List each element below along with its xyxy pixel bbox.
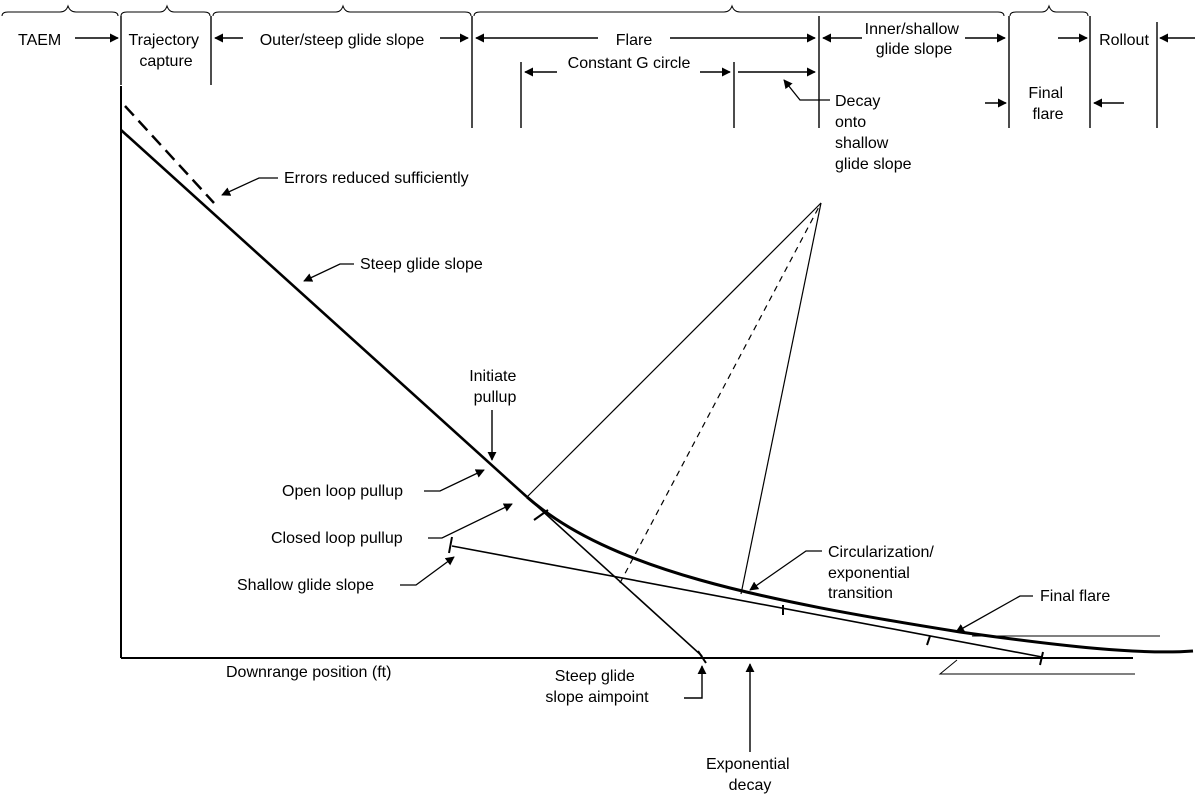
shallow-glide-slope-label: Shallow glide slope <box>237 577 374 594</box>
closed-loop-pullup-label: Closed loop pullup <box>271 530 403 547</box>
steep-aimpoint-label: Steep glide slope aimpoint <box>545 668 649 706</box>
phase-arrows <box>75 33 1195 108</box>
phase-rollout-label: Rollout <box>1099 32 1149 49</box>
constant-g-construction <box>526 202 822 595</box>
errors-reduced-label: Errors reduced sufficiently <box>284 170 469 187</box>
final-flare-leader <box>955 595 1033 633</box>
dashed-initial-trajectory <box>124 105 215 204</box>
phase-taem-label: TAEM <box>18 32 61 49</box>
phase-outer-steep-label: Outer/steep glide slope <box>260 32 425 49</box>
final-flare-label: Final flare <box>1040 588 1110 605</box>
runway-outline <box>938 635 1160 675</box>
phase-inner-shallow-label: Inner/shallow glide slope <box>865 21 964 58</box>
shallow-glide-slope-line <box>451 545 1043 658</box>
steep-glide-slope-leader <box>303 263 354 282</box>
decay-leader-arrow <box>783 79 830 101</box>
steep-glide-slope-label: Steep glide slope <box>360 256 483 273</box>
phase-trajectory-capture-label: Trajectory capture <box>129 32 204 70</box>
axes <box>120 86 1133 659</box>
constant-g-circle-label: Constant G circle <box>568 55 691 72</box>
circularization-leader <box>749 550 822 591</box>
circularization-label: Circularization/ exponential transition <box>828 544 938 602</box>
steep-glide-slope-line <box>120 129 528 498</box>
flare-curve <box>526 495 1194 654</box>
phase-flare-label: Flare <box>616 32 653 49</box>
x-axis-label: Downrange position (ft) <box>226 664 391 681</box>
closed-loop-pullup-leader <box>428 503 513 539</box>
initiate-pullup-label: Initiate pullup <box>469 368 521 406</box>
steep-aimpoint-leader <box>684 665 707 699</box>
shallow-glide-slope-leader <box>400 556 455 586</box>
exponential-decay-label: Exponential decay <box>706 756 794 794</box>
tick-marks <box>448 509 1044 666</box>
errors-reduced-leader <box>221 177 278 196</box>
open-loop-pullup-label: Open loop pullup <box>282 483 403 500</box>
phase-dividers <box>120 16 1158 128</box>
decay-onto-shallow-label: Decay onto shallow glide slope <box>835 93 912 173</box>
open-loop-pullup-leader <box>424 469 485 492</box>
phase-braces <box>1 4 1089 17</box>
final-flare-phase-label: Final flare <box>1028 85 1067 123</box>
